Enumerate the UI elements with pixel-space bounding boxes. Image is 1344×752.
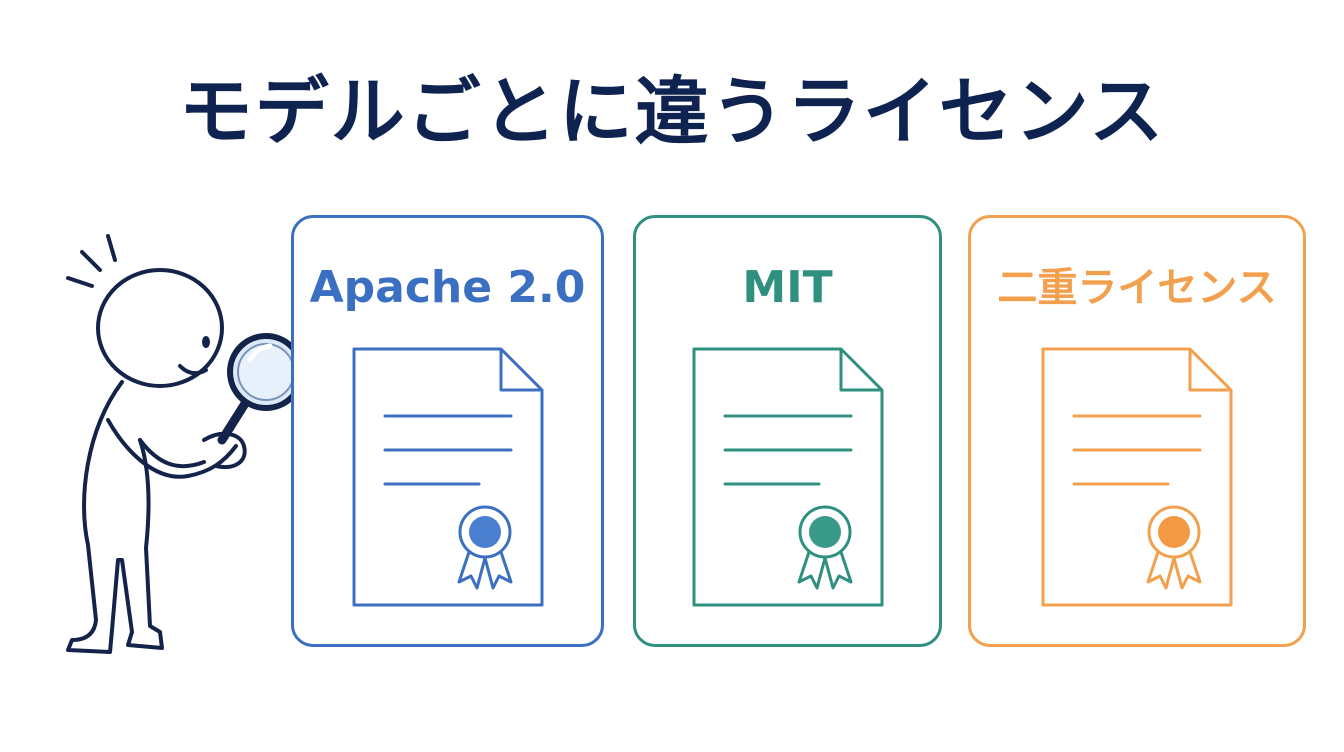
- license-label: MIT: [742, 262, 833, 313]
- document-with-ribbon-icon: [692, 347, 883, 607]
- document-with-ribbon-icon: [1041, 347, 1233, 607]
- license-label: Apache 2.0: [309, 262, 586, 313]
- license-card-mit: MIT: [633, 215, 942, 647]
- license-card-apache: Apache 2.0: [291, 215, 604, 647]
- license-card-dual: 二重ライセンス: [968, 215, 1306, 647]
- page-title: モデルごとに違うライセンス: [178, 69, 1166, 155]
- document-with-ribbon-icon: [352, 347, 543, 607]
- license-label: 二重ライセンス: [997, 265, 1277, 311]
- person-with-magnifying-glass-icon: [66, 234, 305, 654]
